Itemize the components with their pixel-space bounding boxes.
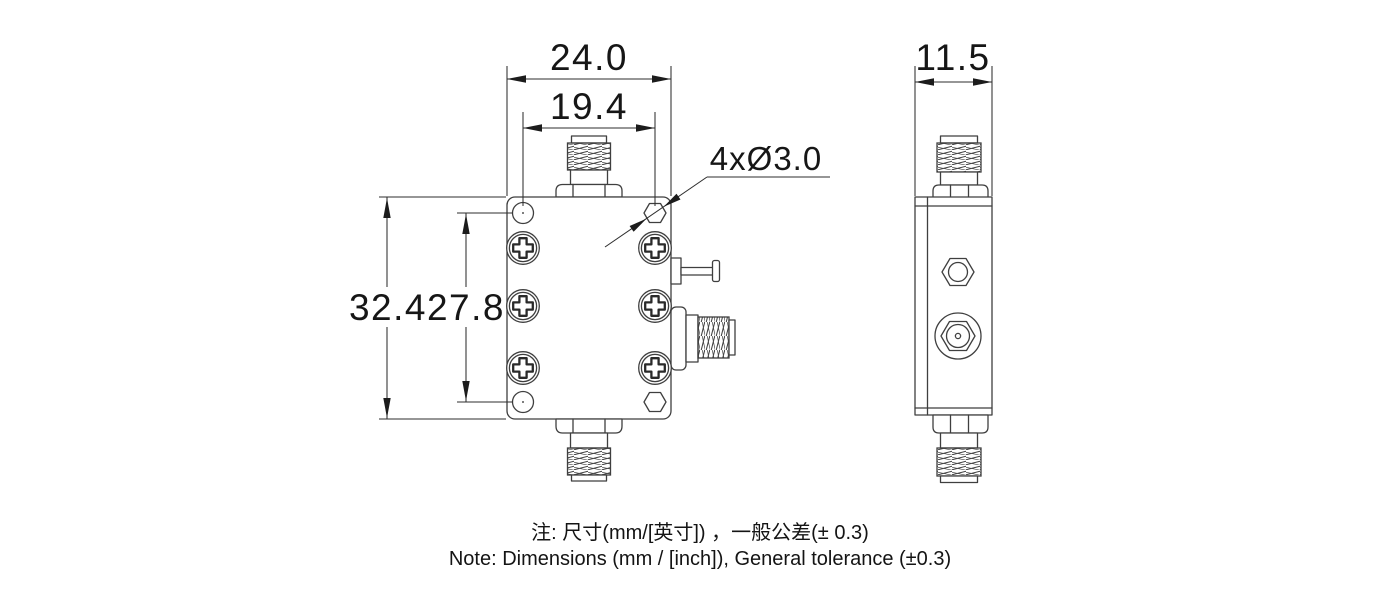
side-sma-top-cap: [939, 135, 979, 144]
sma-side-threads: [697, 316, 730, 359]
front-view: 24.0 19.4 32.4: [349, 37, 830, 482]
note-line-zh: 注: 尺寸(mm/[英寸]) ，一般公差(± 0.3): [531, 522, 869, 544]
screw-right-middle: [637, 288, 673, 324]
screw-right-top: [637, 230, 673, 266]
side-sma-top-nut: [932, 184, 989, 200]
dc-pin: [670, 257, 721, 285]
screw-left-bottom: [505, 350, 541, 386]
sma-connector-bottom: [555, 418, 623, 482]
dim-front-height: 32.4: [349, 196, 506, 420]
sma-side-step: [685, 314, 699, 363]
side-sma-bottom-nut: [932, 414, 989, 434]
side-body: [914, 196, 993, 416]
sma-top-threads: [566, 142, 612, 171]
sma-connector-top: [555, 135, 623, 198]
side-sma-bottom-threads: [936, 447, 982, 477]
sma-bottom-barrel: [569, 432, 609, 449]
screw-left-middle: [505, 288, 541, 324]
hole-callout-value: 4xØ3.0: [710, 140, 822, 177]
sma-top-cap: [570, 135, 608, 144]
drawing-notes: 注: 尺寸(mm/[英寸]) ，一般公差(± 0.3) Note: Dimens…: [0, 520, 1400, 572]
dim-front-height-value: 32.4: [349, 287, 427, 328]
dim-connector-spacing: 19.4: [522, 86, 656, 206]
dim-side-width-value: 11.5: [915, 37, 990, 78]
sma-bottom-hex-nut: [555, 418, 623, 434]
dim-front-width: 24.0: [506, 37, 672, 196]
dc-pin-stem: [680, 266, 714, 276]
side-sma-top-barrel: [939, 171, 979, 186]
side-sma-bottom-barrel: [939, 432, 979, 449]
sma-connector-side: [670, 306, 736, 371]
sma-bottom-cap: [570, 474, 608, 482]
dim-side-width: 11.5: [914, 37, 993, 196]
screw-right-bottom: [637, 350, 673, 386]
sma-top-barrel: [569, 169, 609, 186]
dim-hole-spacing: 27.8: [427, 212, 513, 403]
dim-connector-spacing-value: 19.4: [550, 86, 628, 127]
dc-pin-cap: [711, 259, 721, 283]
side-sma-top-threads: [936, 142, 982, 173]
dim-hole-spacing-value: 27.8: [427, 287, 505, 328]
sma-center-pin: [954, 332, 962, 340]
note-line-en: Note: Dimensions (mm / [inch]), General …: [448, 548, 952, 570]
hole-center-mark: [522, 401, 524, 403]
screw-left-top: [505, 230, 541, 266]
mounting-hole-bottom-right: [643, 391, 667, 413]
sma-side-flange: [670, 306, 687, 371]
side-sma-face: [934, 312, 982, 360]
side-sma-bottom: [932, 414, 989, 484]
side-hex-feature: [941, 257, 975, 287]
dc-pin-base: [670, 257, 682, 285]
sma-bottom-threads: [566, 447, 612, 476]
dim-front-width-value: 24.0: [550, 37, 628, 78]
side-sma-top: [932, 135, 989, 200]
sma-top-hex-nut: [555, 183, 623, 198]
hole-callout: 4xØ3.0: [604, 140, 830, 248]
sma-side-cap: [728, 319, 736, 356]
hole-center-mark: [522, 212, 524, 214]
side-view: 11.5: [914, 37, 993, 484]
side-sma-bottom-cap: [939, 475, 979, 484]
